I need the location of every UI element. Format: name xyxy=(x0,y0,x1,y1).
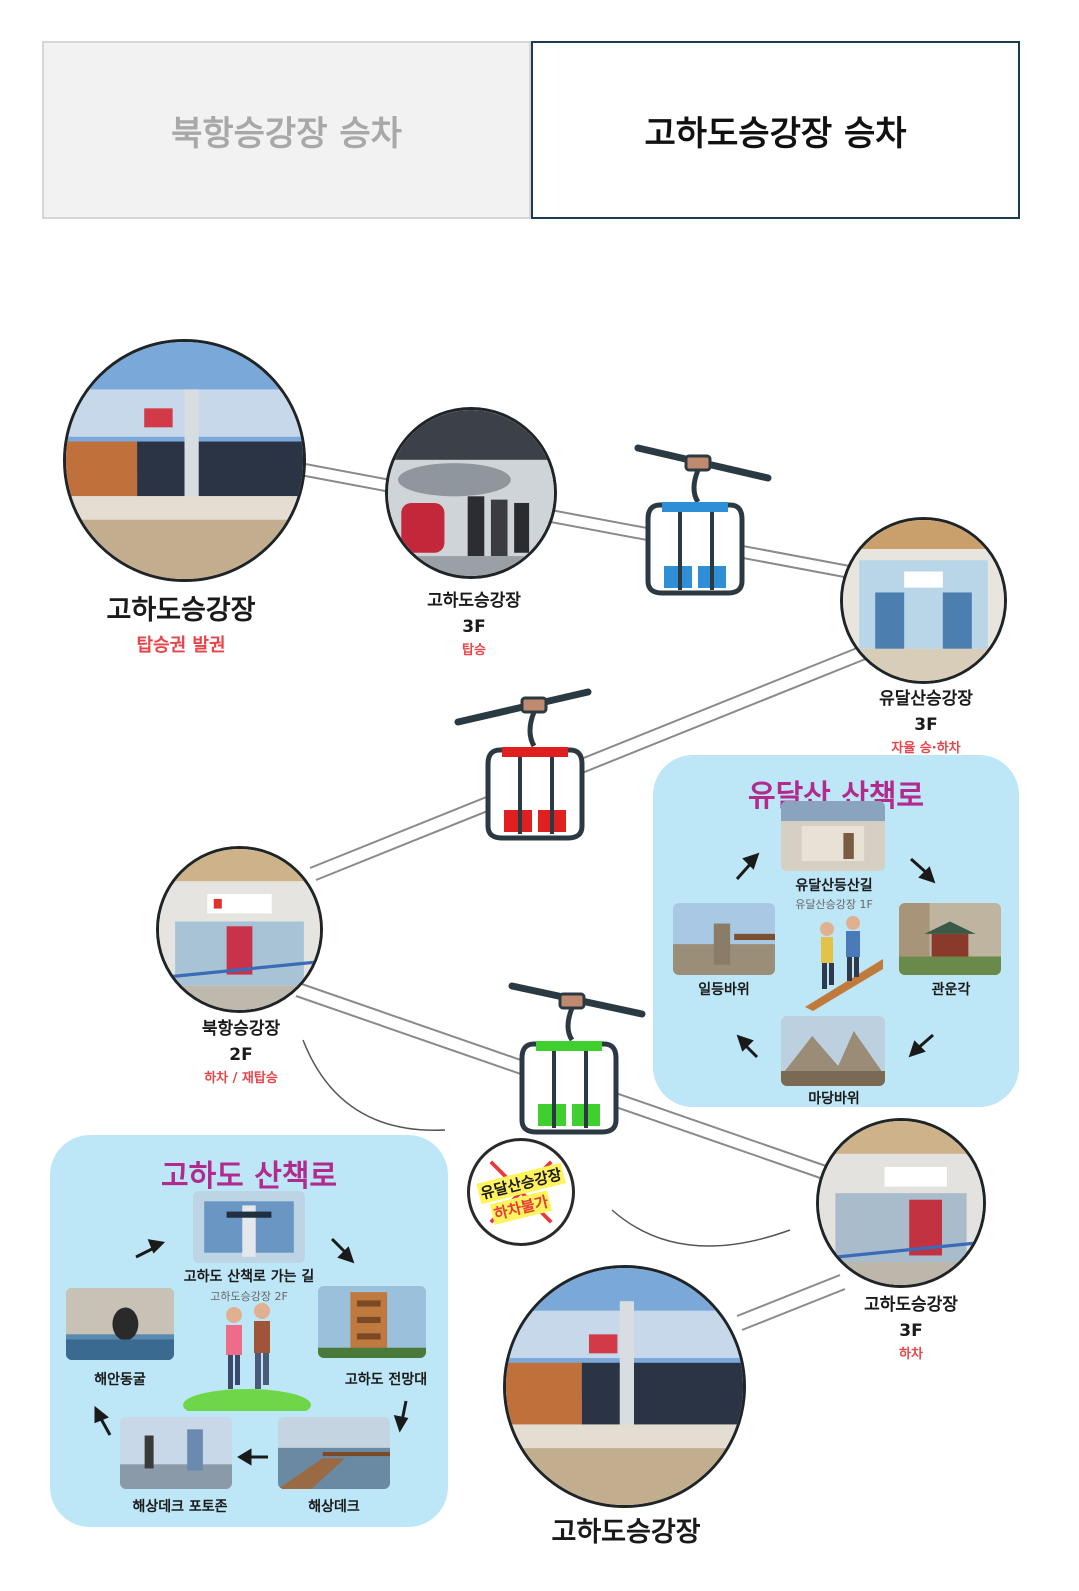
gohado-trail-box: 고하도 산책로 고하도 산책로 가는 길 고하도승강장 2F 해안동굴 고하도 … xyxy=(50,1135,448,1527)
station-action: 하차 / 재탑승 xyxy=(204,1071,278,1086)
photo-gohado-observatory xyxy=(318,1286,426,1358)
photo-yudalsan-hiking-path xyxy=(781,801,885,871)
photo-sea-deck xyxy=(278,1417,390,1489)
cycle-arrows xyxy=(94,1237,409,1466)
station-label-yudalsan-3f: 유달산승강장 3F 자율 승·하차 xyxy=(879,686,973,760)
photo-madang-rock xyxy=(781,1016,885,1086)
station-floor: 2F xyxy=(229,1045,253,1065)
spot-label-ildeung-rock: 일등바위 xyxy=(698,982,750,998)
cable-line xyxy=(741,1288,846,1331)
photo-sea-deck-photo-zone xyxy=(120,1417,232,1489)
station-label-bukhang-2f: 북항승강장 2F 하차 / 재탑승 xyxy=(202,1016,280,1090)
spot-label-gohado-trail-path: 고하도 산책로 가는 길 xyxy=(183,1269,315,1285)
cycle-arrows xyxy=(735,852,936,1059)
station-action: 탑승 xyxy=(462,643,486,658)
photo-coastal-cave xyxy=(66,1288,174,1360)
spot-sublabel-yudalsan-path: 유달산승강장 1F xyxy=(795,898,873,911)
hikers-illustration-icon xyxy=(805,916,883,1011)
gohado-trail-title: 고하도 산책로 xyxy=(160,1159,338,1194)
tab-gohado-boarding[interactable]: 고하도승강장 승차 xyxy=(531,41,1020,219)
photo-gohado-3f-alighting xyxy=(816,1118,986,1288)
spot-label-sea-deck-photo-zone: 해상데크 포토존 xyxy=(132,1499,228,1515)
station-name: 고하도승강장 xyxy=(551,1517,701,1548)
station-floor: 3F xyxy=(462,617,486,637)
station-name: 유달산승강장 xyxy=(879,689,973,709)
spot-label-coastal-cave: 해안동굴 xyxy=(94,1372,146,1388)
photo-yudalsan-3f xyxy=(840,517,1007,684)
station-name: 고하도승강장 xyxy=(864,1295,958,1315)
station-action: 하차 xyxy=(899,1347,923,1362)
station-label-gohado-3f: 고하도승강장 3F 탑승 xyxy=(427,588,521,662)
spot-label-gohado-observatory: 고하도 전망대 xyxy=(344,1372,428,1388)
yudalsan-trail-box: 유달산 산책로 유달산등산길 유달산승강장 1F 일등바위 관운각 마당바위 xyxy=(653,755,1019,1107)
spot-sublabel-gohado-trail-path: 고하도승강장 2F xyxy=(210,1290,288,1303)
station-floor: 3F xyxy=(914,715,938,735)
curve-connector xyxy=(302,1039,446,1131)
station-action: 탑승권 발권 xyxy=(136,635,226,656)
photo-bukhang-2f xyxy=(156,846,323,1013)
cable-line xyxy=(299,462,856,568)
station-label-gohado-top: 고하도승강장 탑승권 발권 xyxy=(106,588,255,657)
station-name: 고하도승강장 xyxy=(427,591,521,611)
spot-label-gwanungak: 관운각 xyxy=(931,982,971,998)
cable-line xyxy=(299,474,856,580)
station-label-gohado-3f-alighting: 고하도승강장 3F 하차 xyxy=(864,1292,958,1366)
station-action: 자율 승·하차 xyxy=(891,741,961,756)
spot-label-madang-rock: 마당바위 xyxy=(808,1091,860,1107)
no-alight-sign: 유달산승강장 하차불가 xyxy=(467,1138,575,1246)
cable-line xyxy=(315,657,869,881)
photo-gohado-trail-path xyxy=(193,1191,305,1263)
station-label-gohado-bottom: 고하도승강장 xyxy=(551,1510,700,1549)
photo-gohado-station-exterior xyxy=(63,339,306,582)
spot-label-yudalsan-path: 유달산등산길 xyxy=(795,878,873,894)
cable-line xyxy=(736,1274,841,1317)
cable-line xyxy=(309,645,863,869)
cable-car-green-icon xyxy=(508,982,646,1135)
photo-gohado-station-exterior-bottom xyxy=(503,1265,746,1508)
curve-connector xyxy=(611,1209,791,1247)
station-floor: 3F xyxy=(899,1321,923,1341)
tab-bar: 북항승강장 승차 고하도승강장 승차 xyxy=(42,41,1020,219)
spot-label-sea-deck: 해상데크 xyxy=(308,1499,360,1515)
tab-bukhang-boarding[interactable]: 북항승강장 승차 xyxy=(42,41,531,219)
photo-ildeung-rock xyxy=(673,903,775,975)
station-name: 고하도승강장 xyxy=(106,595,256,626)
photo-gwanungak-pavilion xyxy=(899,903,1001,975)
photo-gohado-3f-platform xyxy=(385,407,557,579)
cable-car-blue-icon xyxy=(634,444,772,596)
cable-car-red-icon xyxy=(454,688,592,841)
station-name: 북항승강장 xyxy=(201,1019,281,1039)
couple-walking-illustration-icon xyxy=(183,1303,311,1411)
